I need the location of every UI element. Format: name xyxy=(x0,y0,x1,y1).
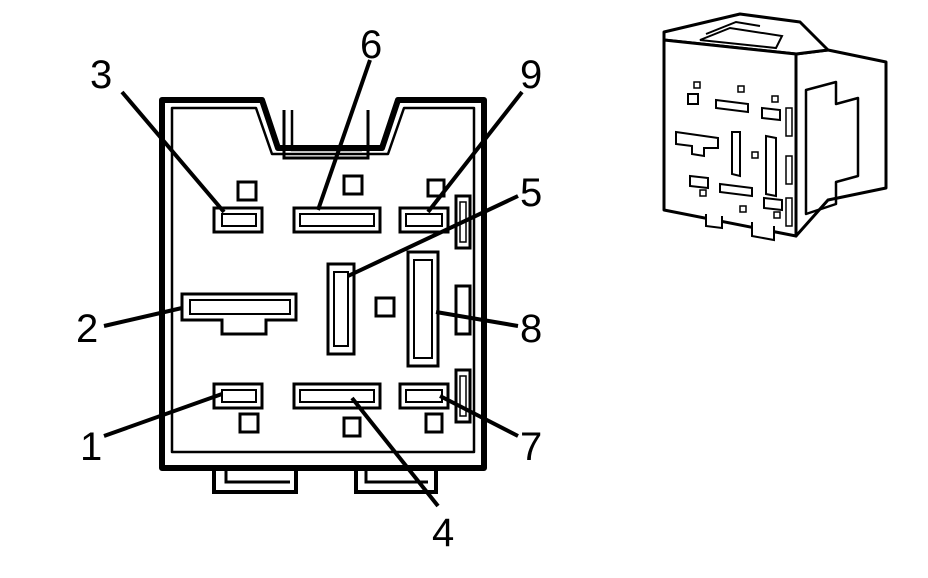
top-latch xyxy=(282,110,370,160)
connector-housing-outer xyxy=(159,97,487,471)
pin-label-6: 6 xyxy=(360,23,382,67)
terminal-pin-2 xyxy=(180,292,298,336)
terminal-pin-8 xyxy=(406,250,440,368)
connector-isometric-view xyxy=(662,12,888,242)
side-slot-lower xyxy=(454,368,472,424)
pin-label-7: 7 xyxy=(520,425,542,469)
cavity-marker xyxy=(342,174,364,196)
leader-line-pin-7 xyxy=(439,394,519,438)
terminal-pin-6 xyxy=(292,206,382,234)
leader-line-pin-6 xyxy=(316,59,372,211)
leader-line-pin-2 xyxy=(103,306,183,328)
leader-line-pin-5 xyxy=(347,194,519,278)
pin-label-4: 4 xyxy=(432,511,454,555)
connector-face-view: 3 6 9 5 2 8 1 7 4 xyxy=(76,23,542,555)
cavity-marker xyxy=(238,412,260,434)
connector-housing-inner xyxy=(170,106,476,454)
leader-line-pin-3 xyxy=(120,90,226,214)
cavity-marker xyxy=(424,412,444,434)
terminal-pin-3 xyxy=(212,206,264,234)
pin-label-2: 2 xyxy=(76,307,98,351)
leader-line-pin-8 xyxy=(435,310,519,328)
pin-label-9: 9 xyxy=(520,53,542,97)
pin-label-3: 3 xyxy=(90,53,112,97)
cavity-marker xyxy=(236,180,258,202)
side-slot-middle xyxy=(454,284,472,336)
cavity-marker xyxy=(342,416,362,438)
cavity-marker xyxy=(374,296,396,318)
pin-label-1: 1 xyxy=(80,425,102,469)
terminal-pin-9 xyxy=(398,206,450,234)
terminal-pin-5 xyxy=(326,262,356,356)
cavity-marker xyxy=(426,178,446,198)
leader-line-pin-1 xyxy=(103,392,223,438)
bottom-latch-left xyxy=(212,466,298,494)
pin-label-8: 8 xyxy=(520,307,542,351)
leader-line-pin-9 xyxy=(426,90,524,214)
terminal-pin-4 xyxy=(292,382,382,410)
bottom-latch-right xyxy=(354,466,438,494)
leader-line-pin-4 xyxy=(350,396,440,508)
pin-label-5: 5 xyxy=(520,171,542,215)
